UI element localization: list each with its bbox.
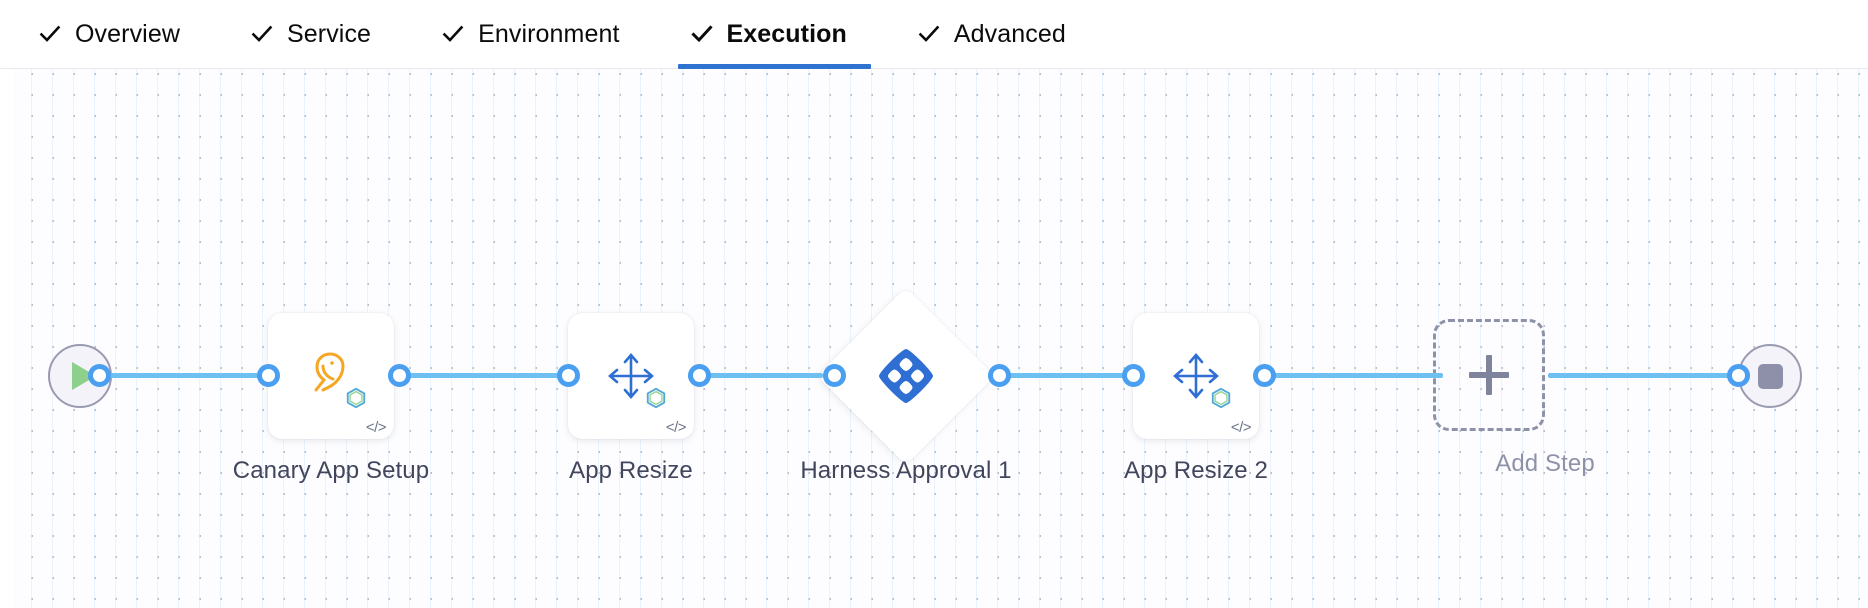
- connector-dot-canary-out[interactable]: [388, 364, 411, 387]
- active-tab-indicator: [677, 63, 871, 69]
- tab-label: Overview: [75, 19, 180, 48]
- start-node[interactable]: [48, 344, 112, 408]
- tab-environment[interactable]: Environment: [441, 0, 653, 69]
- connector-dot-approval-in[interactable]: [823, 364, 846, 387]
- code-config-icon[interactable]: </>: [365, 419, 387, 436]
- check-icon: [442, 25, 464, 42]
- code-config-icon[interactable]: </>: [665, 419, 687, 436]
- add-step-label: Add Step: [1495, 450, 1595, 477]
- tab-label: Service: [287, 19, 372, 48]
- pipeline-canvas[interactable]: </> Canary App Setup: [0, 69, 1868, 608]
- tab-execution[interactable]: Execution: [677, 0, 881, 69]
- add-step-button[interactable]: [1433, 319, 1545, 431]
- connector-addstep-to-end: [1548, 373, 1738, 378]
- step-node-app-resize[interactable]: </>: [568, 313, 694, 439]
- connector-resize2-to-addstep: [1253, 373, 1443, 378]
- hexagon-badge-icon: [346, 387, 366, 409]
- connector-dot-resize-in[interactable]: [557, 364, 580, 387]
- tab-label: Execution: [726, 19, 847, 48]
- connector-approval-to-resize2: [988, 373, 1133, 378]
- tab-service[interactable]: Service: [250, 0, 405, 69]
- plus-icon: [1469, 355, 1509, 395]
- step-label-canary-app-setup: Canary App Setup: [232, 457, 430, 484]
- check-icon: [39, 25, 61, 42]
- step-label-app-resize: App Resize: [569, 457, 693, 484]
- connector-dot-canary-in[interactable]: [257, 364, 280, 387]
- connector-dot-end-in[interactable]: [1727, 364, 1750, 387]
- check-icon: [690, 25, 713, 43]
- step-label-app-resize-2: App Resize 2: [1124, 457, 1268, 484]
- step-label-harness-approval-1: Harness Approval 1: [800, 457, 1012, 484]
- connector-dot-resize2-in[interactable]: [1122, 364, 1145, 387]
- canary-bird-icon: [268, 313, 394, 439]
- step-node-canary-app-setup[interactable]: </>: [268, 313, 394, 439]
- tab-label: Advanced: [953, 19, 1066, 48]
- connector-resize-to-approval: [688, 373, 823, 378]
- tab-label: Environment: [478, 19, 620, 48]
- tab-advanced[interactable]: Advanced: [917, 0, 1100, 69]
- check-icon: [918, 25, 940, 42]
- hexagon-badge-icon: [1211, 387, 1231, 409]
- resize-arrows-icon: [1133, 313, 1259, 439]
- step-node-harness-approval-1[interactable]: [843, 313, 969, 439]
- connector-canary-to-resize: [388, 373, 568, 378]
- connector-dot-resize-out[interactable]: [688, 364, 711, 387]
- resize-arrows-icon: [568, 313, 694, 439]
- hexagon-badge-icon: [646, 387, 666, 409]
- connector-start-to-canary: [88, 373, 268, 378]
- canvas-left-gutter: [0, 69, 13, 608]
- stage-tab-bar: Overview Service Environment Execution A…: [0, 0, 1868, 69]
- tab-overview[interactable]: Overview: [38, 0, 214, 69]
- connector-dot-start-out[interactable]: [88, 364, 111, 387]
- code-config-icon[interactable]: </>: [1230, 419, 1252, 436]
- check-icon: [251, 25, 273, 42]
- step-node-app-resize-2[interactable]: </>: [1133, 313, 1259, 439]
- connector-dot-resize2-out[interactable]: [1253, 364, 1276, 387]
- harness-logo-icon: [879, 349, 933, 403]
- stop-icon: [1757, 363, 1783, 389]
- connector-dot-approval-out[interactable]: [988, 364, 1011, 387]
- execution-pipeline-graph: </> Canary App Setup: [0, 69, 1868, 608]
